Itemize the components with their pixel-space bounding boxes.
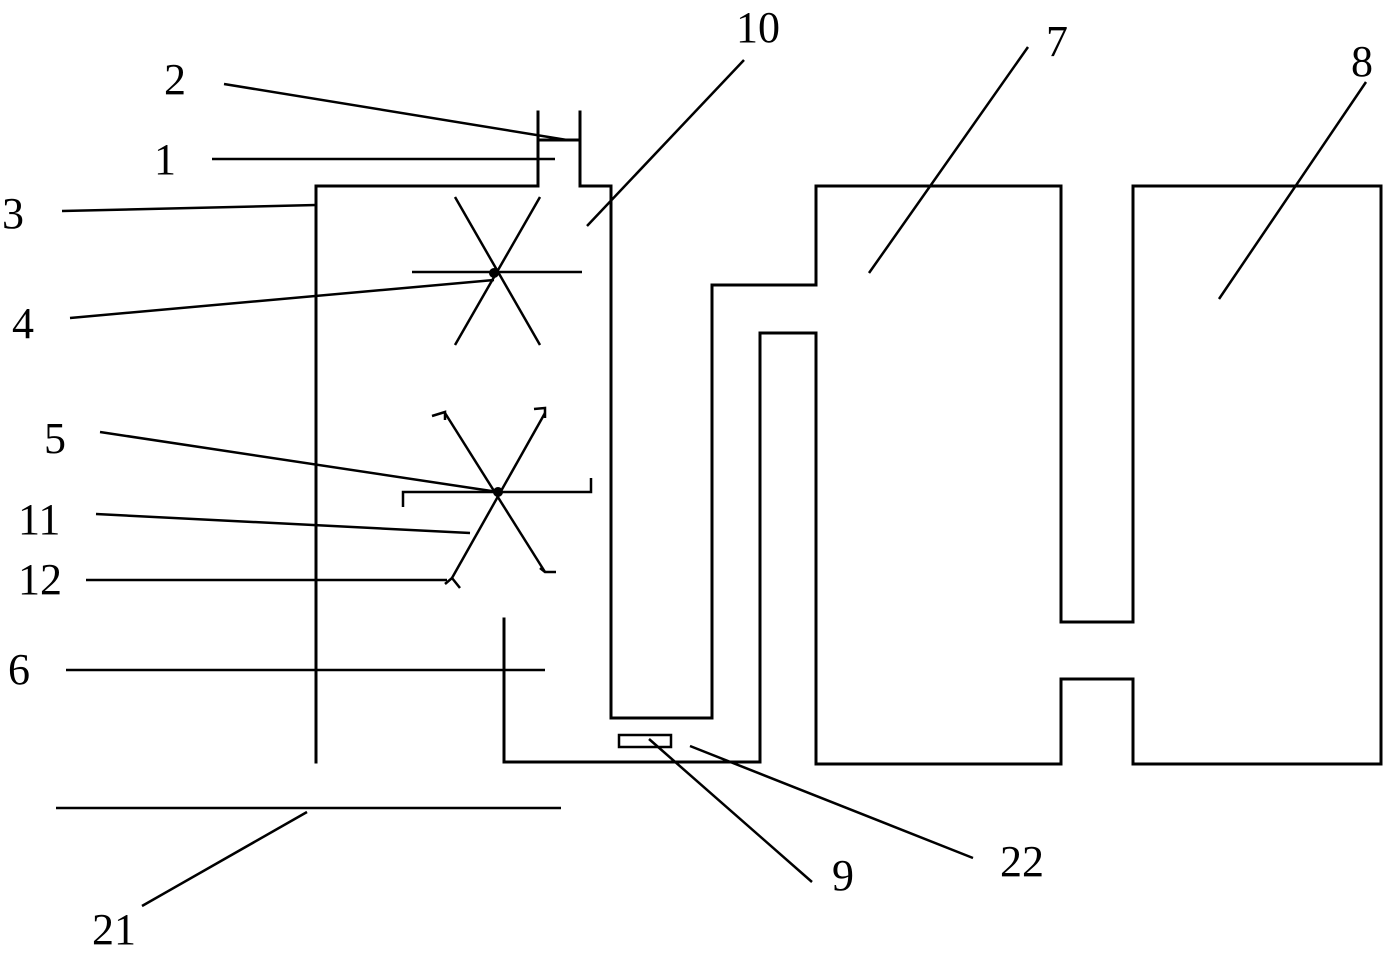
label-8: 8 xyxy=(1351,37,1373,86)
lower-agitator xyxy=(401,406,593,589)
feed-pipe xyxy=(536,110,582,188)
label-12: 12 xyxy=(18,555,62,604)
label-21: 21 xyxy=(92,905,136,953)
label-3: 3 xyxy=(2,189,24,238)
label-4: 4 xyxy=(12,299,34,348)
label-9: 9 xyxy=(832,851,854,900)
bottom-channel xyxy=(502,283,818,764)
label-6: 6 xyxy=(8,645,30,694)
sensor-element xyxy=(617,733,673,749)
upper-agitator xyxy=(412,196,582,346)
leader-lines xyxy=(61,46,1368,908)
label-22: 22 xyxy=(1000,837,1044,886)
label-10: 10 xyxy=(736,3,780,52)
label-5: 5 xyxy=(44,414,66,463)
tank-7 xyxy=(814,184,1383,766)
main-vessel xyxy=(314,184,613,764)
label-2: 2 xyxy=(164,55,186,104)
label-1: 1 xyxy=(154,135,176,184)
label-7: 7 xyxy=(1046,17,1068,66)
label-11: 11 xyxy=(18,495,60,544)
